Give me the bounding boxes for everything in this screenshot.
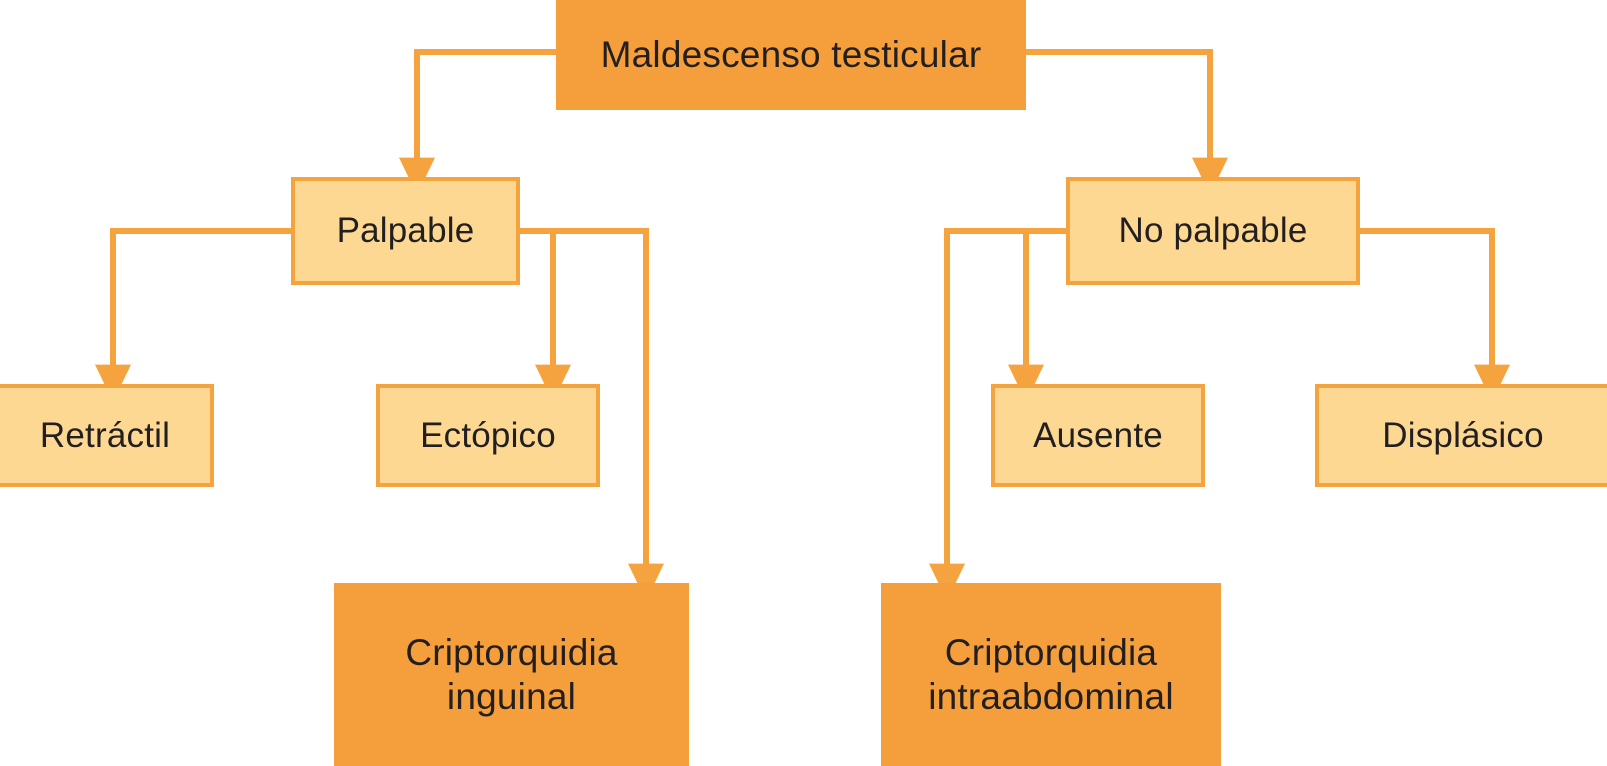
edge-palpable-to-retractil — [95, 228, 291, 402]
node-criptorquidia-intraabdominal[interactable]: Criptorquidia intraabdominal — [881, 583, 1221, 766]
node-ectopico[interactable]: Ectópico — [376, 384, 600, 487]
node-root[interactable]: Maldescenso testicular — [556, 0, 1026, 110]
edge-no-palpable-to-displasico — [1360, 228, 1510, 402]
edge-no-palpable-to-ausente — [1008, 228, 1066, 402]
edge-palpable-to-ectopico — [520, 228, 571, 402]
node-ausente[interactable]: Ausente — [991, 384, 1205, 487]
node-retractil[interactable]: Retráctil — [0, 384, 214, 487]
edge-root-to-no-palpable — [1026, 49, 1228, 195]
node-displasico[interactable]: Displásico — [1315, 384, 1607, 487]
edge-root-to-palpable — [399, 49, 556, 195]
node-criptorquidia-inguinal[interactable]: Criptorquidia inguinal — [334, 583, 689, 766]
node-palpable[interactable]: Palpable — [291, 177, 520, 285]
node-no-palpable[interactable]: No palpable — [1066, 177, 1360, 285]
